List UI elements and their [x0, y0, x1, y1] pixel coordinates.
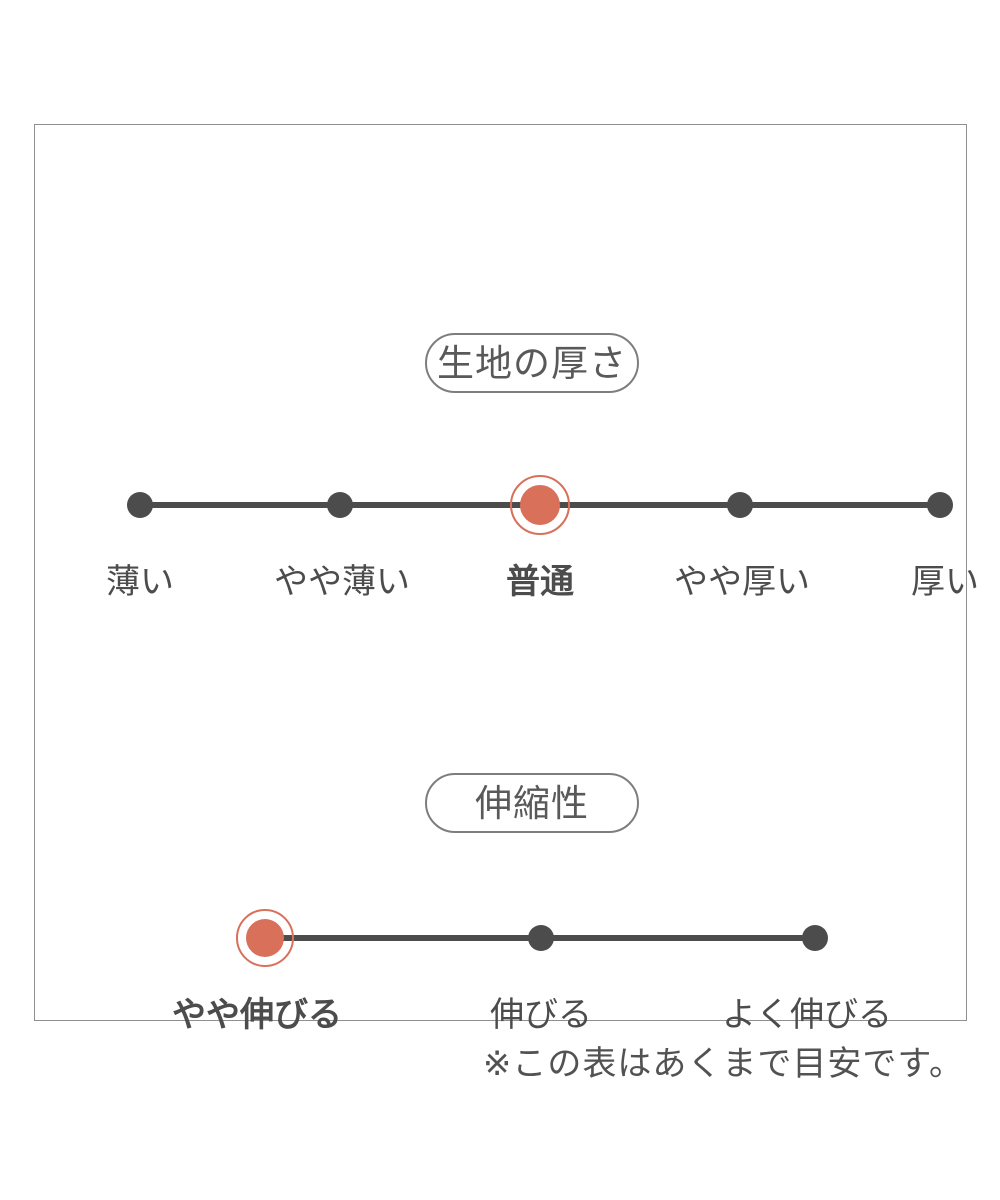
thickness-selected-ring	[510, 475, 570, 535]
stretch-label-somewhat-selected: やや伸びる	[172, 996, 342, 1034]
stretch-label-stretches-well: よく伸びる	[722, 996, 892, 1034]
thickness-label-normal-selected: 普通	[506, 563, 574, 601]
thickness-label-somewhat-thick: やや厚い	[674, 563, 810, 601]
thickness-label-somewhat-thin: やや薄い	[274, 563, 410, 601]
stretch-point-3	[802, 925, 828, 951]
thickness-title-pill: 生地の厚さ	[425, 333, 639, 393]
thickness-point-4	[727, 492, 753, 518]
disclaimer-note: ※この表はあくまで目安です。	[482, 1045, 964, 1083]
stretch-title: 伸縮性	[475, 782, 589, 824]
thickness-selected-point	[520, 485, 560, 525]
thickness-label-thin: 薄い	[106, 563, 174, 601]
thickness-title: 生地の厚さ	[437, 342, 627, 384]
thickness-point-2	[327, 492, 353, 518]
spec-frame: 生地の厚さ 薄い やや薄い 普通 やや厚い 厚い 伸縮性 やや伸びる 伸びる よ…	[34, 124, 979, 1032]
thickness-point-5	[927, 492, 953, 518]
thickness-point-1	[127, 492, 153, 518]
stretch-point-2	[528, 925, 554, 951]
stretch-selected-point	[246, 919, 284, 957]
stretch-label-stretches: 伸びる	[490, 996, 592, 1034]
stretch-title-pill: 伸縮性	[425, 773, 639, 833]
thickness-label-thick: 厚い	[911, 563, 979, 601]
stretch-selected-ring	[236, 909, 294, 967]
